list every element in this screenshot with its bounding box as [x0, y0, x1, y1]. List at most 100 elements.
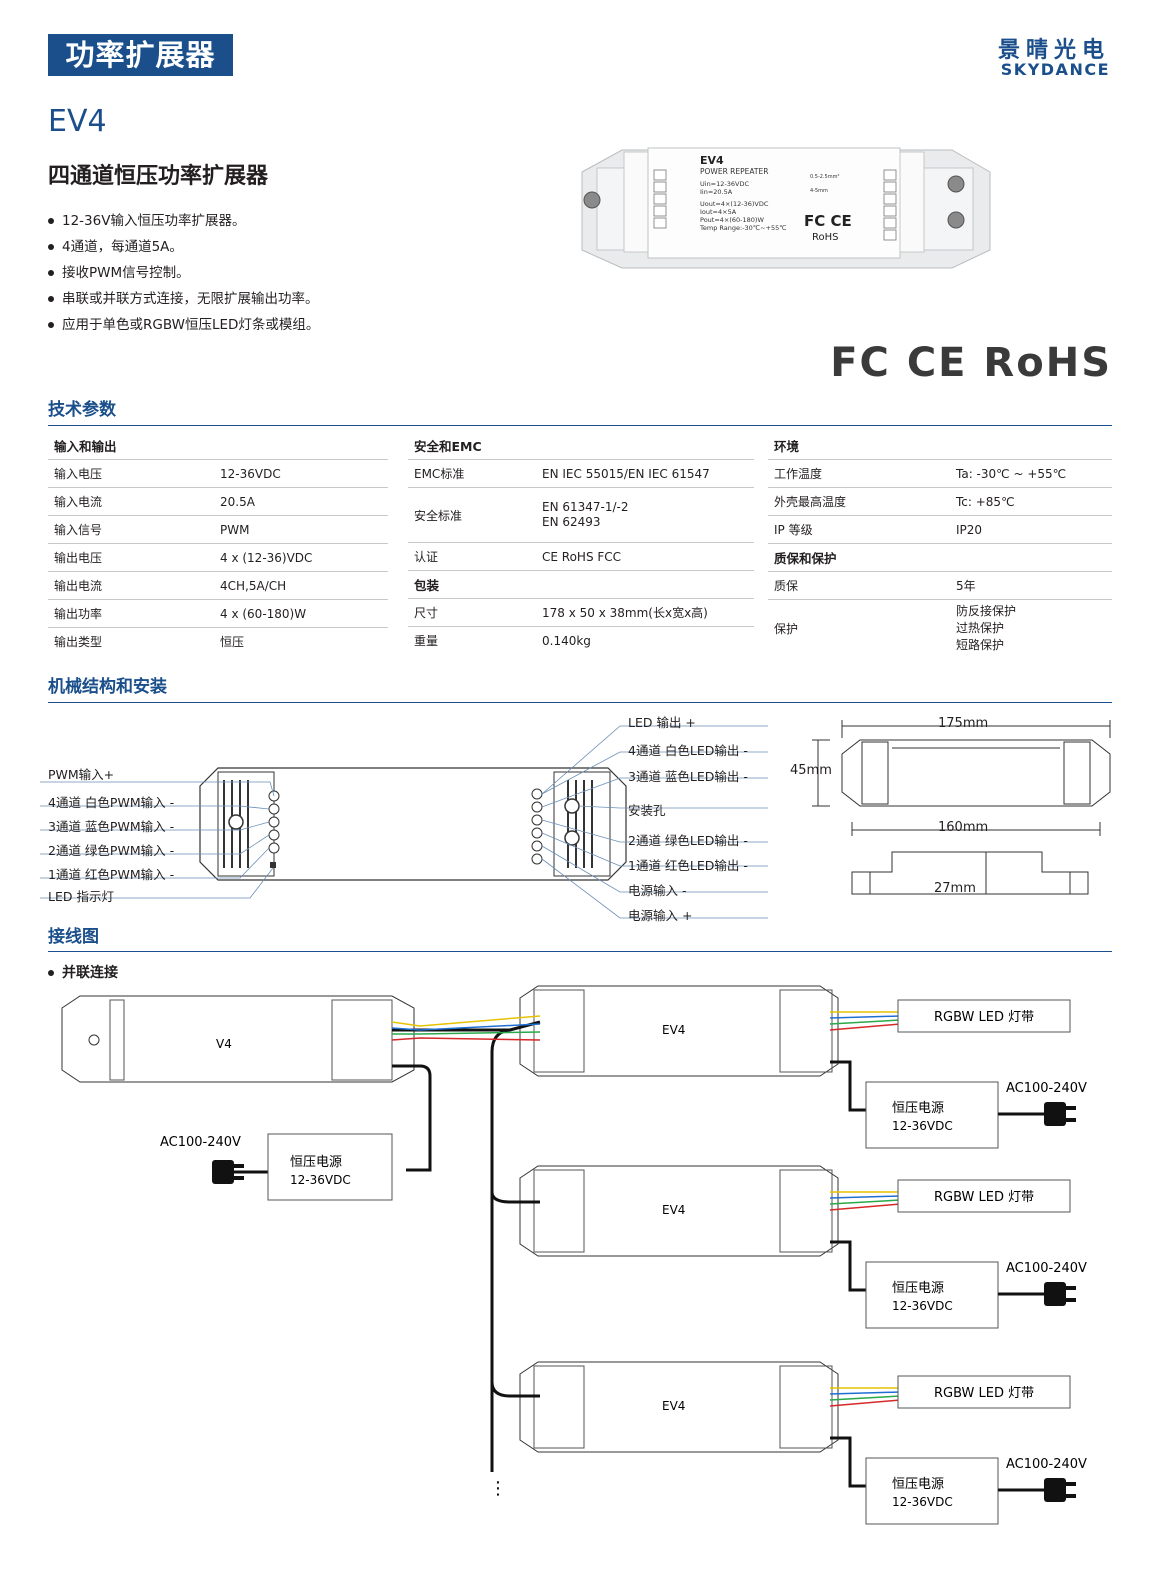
label-line: Iin=20.5A [700, 188, 733, 196]
psu-voltage: 12-36VDC [892, 1119, 953, 1133]
psu-voltage: 12-36VDC [892, 1495, 953, 1509]
ev4-unit: EV4 [519, 1361, 839, 1453]
ev4-name: EV4 [662, 1023, 685, 1037]
label-model: EV4 [700, 154, 724, 167]
label-line: Pout=4×(60-180)W [700, 216, 764, 224]
ev4-unit: EV4 [519, 1165, 839, 1257]
callout-ch3-pwm: 3通道 蓝色PWM输入 - [48, 819, 175, 834]
psu-voltage: 12-36VDC [290, 1173, 351, 1187]
wiring-diagram: V4 EV4 EV4 EV4 ⋮ [61, 985, 1087, 1525]
category-badge: 功率扩展器 [48, 34, 233, 76]
feature-item: 12-36V输入恒压功率扩展器。 [48, 208, 319, 234]
label-line: Uin=12-36VDC [700, 180, 749, 188]
feature-list: 12-36V输入恒压功率扩展器。 4通道，每通道5A。 接收PWM信号控制。 串… [48, 208, 319, 338]
strip-label: RGBW LED 灯带 [934, 1386, 1034, 1401]
led-strip [897, 1375, 1071, 1409]
ac-label: AC100-240V [1006, 1081, 1087, 1096]
callout-ch4-led-out: 4通道 白色LED输出 - [628, 743, 748, 758]
dimension-drawing [812, 720, 1111, 895]
output-group: RGBW LED 灯带 恒压电源 12-36VDC AC100-240V [830, 1375, 1087, 1525]
product-photo: EV4 POWER REPEATER Uin=12-36VDC Iin=20.5… [581, 147, 991, 269]
ac-label: AC100-240V [1006, 1457, 1087, 1472]
section-title-wiring: 接线图 [48, 927, 99, 947]
callout-ch1-pwm: 1通道 红色PWM输入 - [48, 867, 175, 882]
spec-row: 输出类型恒压 [54, 635, 245, 649]
label-rohs: RoHS [812, 232, 838, 243]
feature-item: 应用于单色或RGBW恒压LED灯条或模组。 [48, 312, 319, 338]
psu-label: 恒压电源 [892, 1101, 944, 1116]
spec-group-title: 质保和保护 [768, 543, 1112, 572]
psu-voltage: 12-36VDC [892, 1299, 953, 1313]
psu-label: 恒压电源 [892, 1281, 944, 1296]
ev4-name: EV4 [662, 1399, 685, 1413]
spec-group-title: 环境 [768, 432, 1112, 460]
label-wire: 0.5-2.5mm² [810, 174, 839, 180]
psu-label: 恒压电源 [290, 1155, 342, 1170]
spec-row: 保护防反接保护过热保护短路保护 [774, 603, 1017, 652]
ev4-unit: EV4 [519, 985, 839, 1077]
section-title-mech: 机械结构和安装 [48, 677, 167, 697]
label-strip: 4-5mm [810, 188, 828, 194]
model-name: EV4 [48, 104, 107, 139]
certification-logos: FC CE RoHS [830, 340, 1112, 386]
callout-ch4-pwm: 4通道 白色PWM输入 - [48, 795, 175, 810]
master-name: V4 [216, 1037, 232, 1051]
ac-label: AC100-240V [1006, 1261, 1087, 1276]
dim-length: 175mm [938, 716, 989, 731]
output-group: RGBW LED 灯带 恒压电源 12-36VDC AC100-240V [830, 1179, 1087, 1329]
section-divider [48, 702, 1112, 703]
feature-item: 4通道，每通道5A。 [48, 234, 319, 260]
ac-label: AC100-240V [160, 1135, 241, 1150]
strip-label: RGBW LED 灯带 [934, 1190, 1034, 1205]
mechanical-diagram [40, 725, 768, 919]
ev4-name: EV4 [662, 1203, 685, 1217]
product-subtitle: 四通道恒压功率扩展器 [48, 164, 269, 189]
spec-group-title: 包装 [408, 570, 754, 599]
dim-hole-spacing: 160mm [938, 820, 989, 835]
section-divider [48, 425, 1112, 426]
callout-ch2-pwm: 2通道 绿色PWM输入 - [48, 843, 175, 858]
label-type: POWER REPEATER [700, 167, 768, 176]
brand-name-cn: 景晴光电 [997, 38, 1110, 63]
bullet-icon [48, 970, 54, 976]
output-group: RGBW LED 灯带 恒压电源 12-36VDC AC100-240V [830, 999, 1087, 1149]
label-line: Uout=4×(12-36)VDC [700, 200, 769, 208]
plug-icon [1044, 1282, 1076, 1306]
feature-item: 接收PWM信号控制。 [48, 260, 319, 286]
led-strip [897, 999, 1071, 1033]
feature-item: 串联或并联方式连接，无限扩展输出功率。 [48, 286, 319, 312]
dim-width: 45mm [790, 763, 832, 778]
more-units-indicator: ⋮ [489, 1478, 507, 1499]
callout-power-plus: 电源输入 + [628, 908, 693, 923]
brand-name-en: SKYDANCE [1000, 60, 1110, 79]
label-fc-ce-mark: FC CE [804, 212, 852, 230]
callout-mount-hole: 安装孔 [628, 803, 666, 818]
callout-pwm-input-plus: PWM输入+ [48, 767, 115, 782]
callout-ch1-led-out: 1通道 红色LED输出 - [628, 858, 748, 873]
label-line: Temp Range:-30℃~+55℃ [699, 224, 787, 232]
master-psu [267, 1133, 393, 1201]
label-line: Iout=4×5A [700, 208, 737, 216]
section-title-spec: 技术参数 [48, 400, 116, 420]
led-strip [897, 1179, 1071, 1213]
wiring-mode: 并联连接 [48, 962, 118, 982]
callout-led-indicator: LED 指示灯 [48, 889, 114, 904]
section-divider [48, 951, 1112, 952]
plug-icon [1044, 1102, 1076, 1126]
callout-power-minus: 电源输入 - [628, 883, 687, 898]
callout-ch2-led-out: 2通道 绿色LED输出 - [628, 833, 748, 848]
